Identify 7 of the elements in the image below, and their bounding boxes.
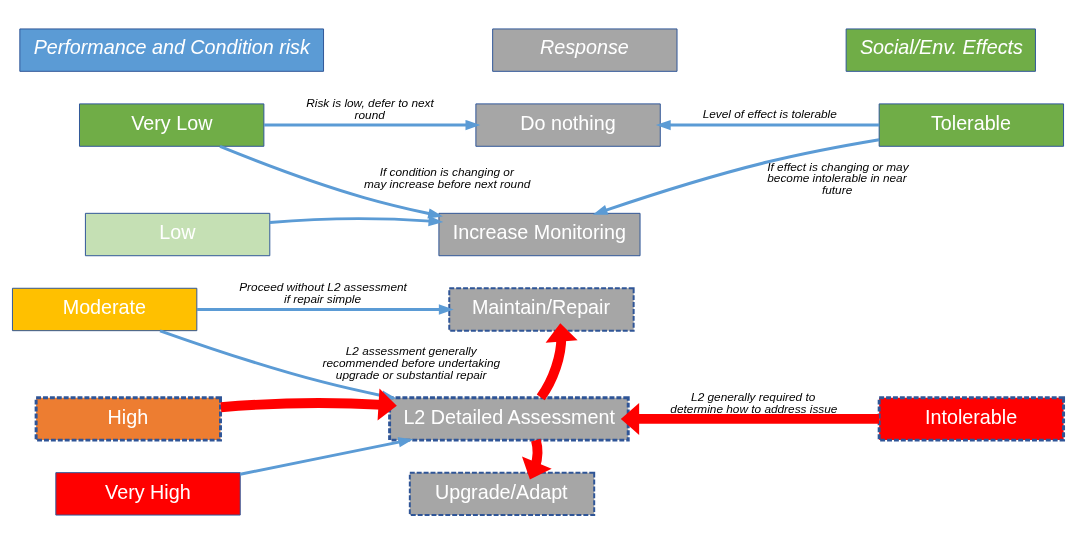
edge-label: Level of effect is tolerable [702,106,837,121]
edge-label: Proceed without L2 assessment if repair simple [239,279,407,306]
edge-label: If effect is changing or may become intolerable in near future [767,159,909,197]
edge-label: Risk is low, defer to next round [306,95,434,122]
edge-label: L2 generally required to determine how to address issue [670,389,838,416]
edge-label: If condition is changing or may increase before next round [363,164,531,191]
edge-label: L2 assessment generally recommended before undertaking upgrade or substantial repair [322,343,501,382]
